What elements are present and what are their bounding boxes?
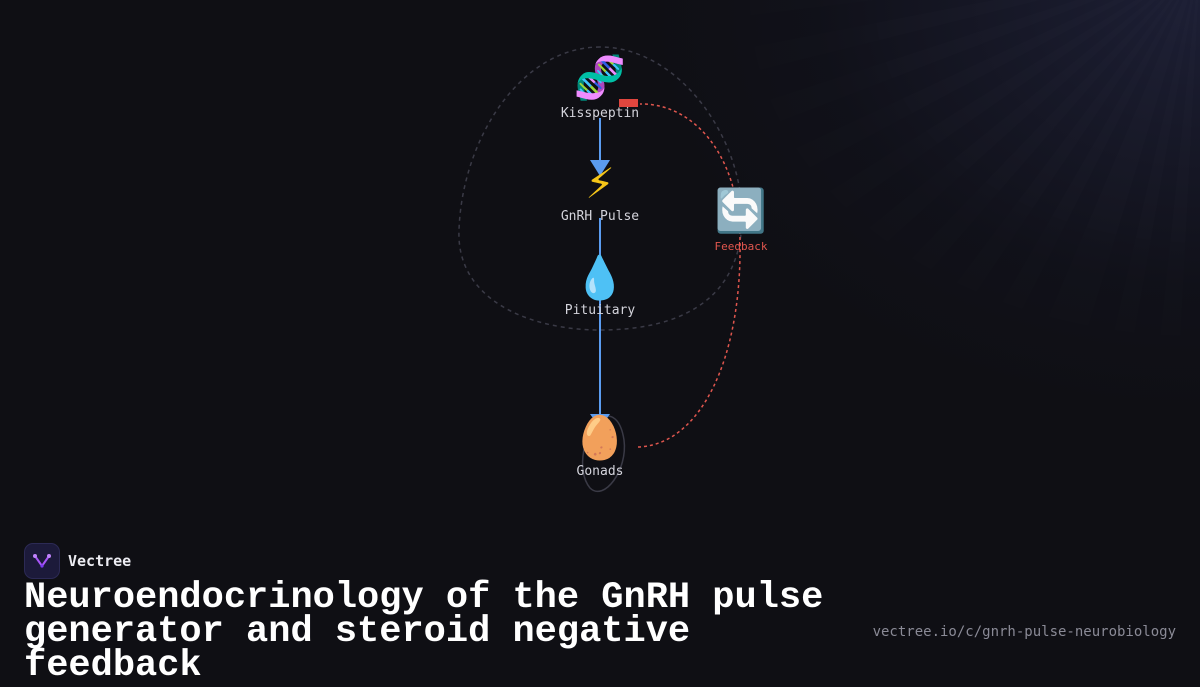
inhibition-bar [619,99,638,107]
node-label-gonads: Gonads [576,464,624,479]
flow-arrowhead-gonads [590,414,610,428]
vectree-logo-icon [24,543,60,579]
brand[interactable]: Vectree [24,543,132,579]
brand-name: Vectree [68,552,132,570]
node-label-pituitary: Pituitary [564,303,636,318]
cycle-arrows-icon: 🔄 [714,186,768,235]
node-label-gnrh-pulse: GnRH Pulse [560,209,640,224]
lightning-icon: ⚡ [585,159,615,208]
page-url[interactable]: vectree.io/c/gnrh-pulse-neurobiology [872,624,1176,640]
node-label-kisspeptin: Kisspeptin [560,106,640,121]
droplet-icon: 💧 [573,253,627,302]
feedback-curve [637,103,741,448]
feedback-label: Feedback [714,240,768,253]
dna-icon: 🧬 [573,53,627,102]
cycle-loop-outline [458,46,743,331]
flow-arrowhead-gnrh [590,160,610,176]
page-title: Neuroendocrinology of the GnRH pulse gen… [24,577,824,687]
gonads-loop-outline [581,415,626,493]
egg-icon: 🥚 [573,413,627,462]
